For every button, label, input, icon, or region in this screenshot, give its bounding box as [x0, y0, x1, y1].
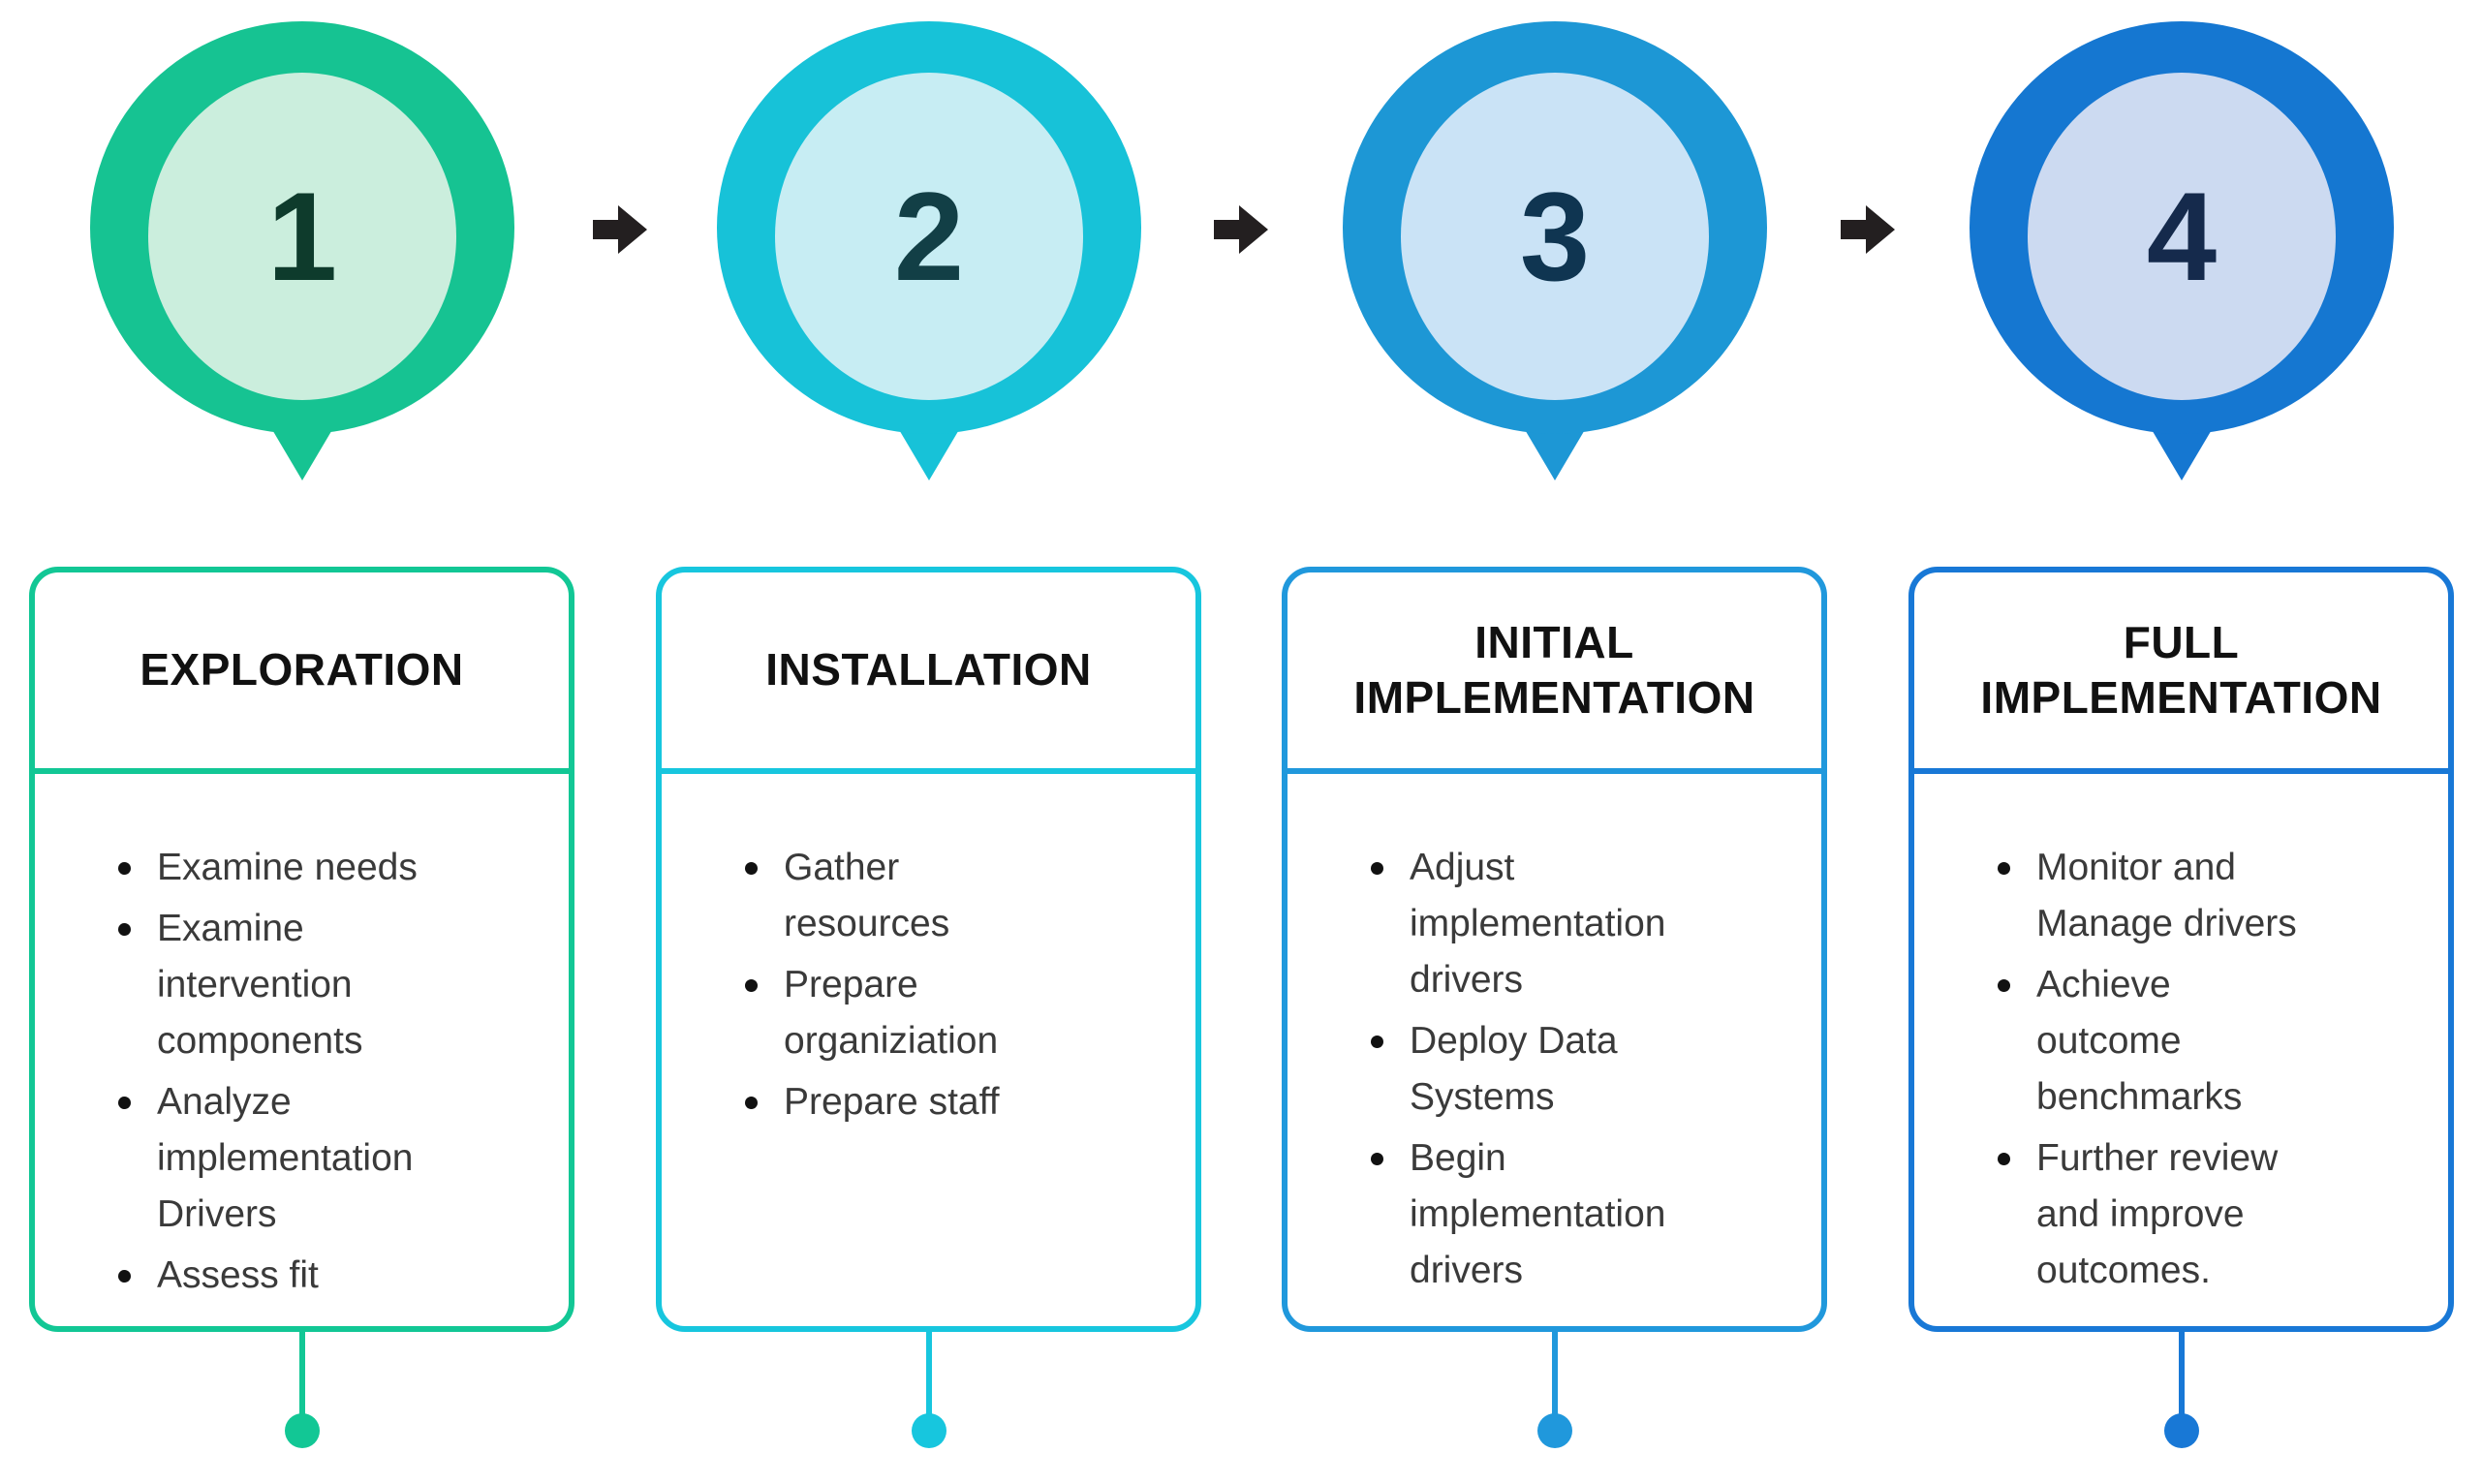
bullet-item: Examine needs [116, 840, 444, 896]
connector-line [1551, 1332, 1558, 1424]
bullet-item: Monitor and Manage drivers [1996, 840, 2323, 952]
stage-title: INITIAL IMPLEMENTATION [1288, 572, 1821, 774]
bullet-item: Adjust implementation drivers [1369, 840, 1696, 1008]
pin-inner-circle [2027, 73, 2336, 400]
stage-box-initial-implementation: INITIAL IMPLEMENTATION Adjust implementa… [1282, 567, 1827, 1332]
connector-dot [284, 1413, 320, 1448]
connector-dot [1536, 1413, 1572, 1448]
bullet-item: Prepare organiziation [743, 957, 1070, 1069]
step-column-full-implementation: 4 FULL IMPLEMENTATION Monitor and Manage… [1908, 0, 2454, 1484]
step-3-pin: 3 [1342, 21, 1767, 480]
step-1-pin: 1 [89, 21, 514, 480]
connector-line [2178, 1332, 2185, 1424]
bullet-item: Gather resources [743, 840, 1070, 952]
bullet-item: Deploy Data Systems [1369, 1013, 1696, 1126]
step-number: 4 [2146, 166, 2216, 307]
stage-title: EXPLORATION [35, 572, 569, 774]
pin-inner-circle [774, 73, 1083, 400]
pin-inner-circle [147, 73, 456, 400]
stage-title: INSTALLATION [662, 572, 1195, 774]
bullet-item: Achieve outcome benchmarks [1996, 957, 2323, 1126]
arrow-right-icon [593, 205, 647, 254]
bullet-item: Prepare staff [743, 1074, 1070, 1130]
connector-line [925, 1332, 932, 1424]
arrow-right-icon [1214, 205, 1268, 254]
step-column-initial-implementation: 3 INITIAL IMPLEMENTATION Adjust implemen… [1282, 0, 1827, 1484]
stage-title: FULL IMPLEMENTATION [1914, 572, 2448, 774]
bullet-item: Further review and improve outcomes. [1996, 1130, 2323, 1299]
step-number: 3 [1519, 166, 1589, 307]
bullet-item: Analyze implementation Drivers [116, 1074, 444, 1243]
bullet-item: Assess fit [116, 1248, 444, 1304]
pin-inner-circle [1400, 73, 1709, 400]
connector-dot [911, 1413, 946, 1448]
step-4-pin: 4 [1969, 21, 2394, 480]
connector-line [298, 1332, 305, 1424]
step-2-pin: 2 [716, 21, 1141, 480]
step-number: 1 [266, 166, 336, 307]
bullet-item: Examine intervention components [116, 901, 444, 1069]
arrow-right-icon [1841, 205, 1895, 254]
connector-dot [2163, 1413, 2199, 1448]
stage-box-full-implementation: FULL IMPLEMENTATION Monitor and Manage d… [1908, 567, 2454, 1332]
step-number: 2 [893, 166, 963, 307]
bullet-item: Begin implementation drivers [1369, 1130, 1696, 1299]
